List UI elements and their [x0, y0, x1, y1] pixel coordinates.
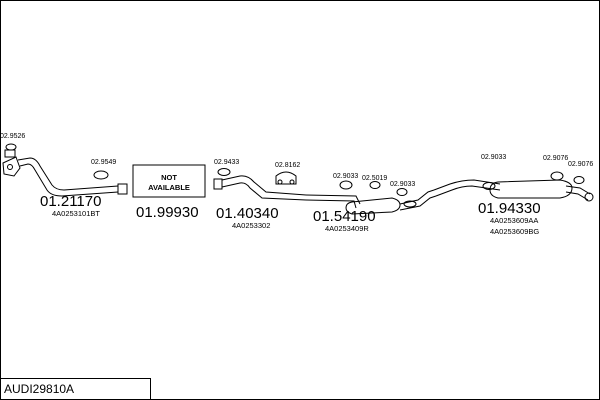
- part-ref-5b: 4A0253609BG: [490, 227, 539, 236]
- part-number-3: 01.40340: [216, 205, 279, 222]
- fitting-label-6: 02.5019: [362, 175, 387, 182]
- centre-silencer-drawing: [305, 189, 437, 215]
- fitting-label-4: 02.8162: [275, 162, 300, 169]
- rear-silencer-drawing: [433, 179, 594, 202]
- part-ref-5a: 4A0253609AA: [490, 216, 538, 225]
- diagram-title: AUDI29810A: [4, 382, 74, 396]
- part-number-5: 01.94330: [478, 200, 541, 217]
- clamp-9526-drawing: [5, 143, 17, 151]
- clamp-9076-a-drawing: [550, 171, 564, 181]
- clamp-9433-drawing: [217, 168, 231, 176]
- fitting-label-8: 02.9033: [481, 154, 506, 161]
- hanger-8162-drawing: [275, 171, 297, 185]
- intermediate-pipe-drawing: [213, 175, 307, 201]
- part-ref-1: 4A0253101BT: [52, 209, 100, 218]
- fitting-label-3: 02.9433: [214, 159, 239, 166]
- fitting-label-9: 02.9076: [543, 155, 568, 162]
- not-available-line-2: AVAILABLE: [148, 183, 190, 192]
- fitting-label-2: 02.9549: [91, 159, 116, 166]
- clamp-9033-a-drawing: [339, 180, 353, 190]
- part-number-1: 01.21170: [40, 193, 101, 210]
- front-pipe-drawing: [2, 149, 128, 197]
- not-available-line-1: NOT: [161, 173, 177, 182]
- clamp-5019-drawing: [369, 181, 381, 189]
- clamp-9549-drawing: [93, 170, 109, 180]
- fitting-label-1: 02.9526: [0, 133, 25, 140]
- not-available-box: [132, 164, 206, 198]
- clamp-9076-b-drawing: [573, 176, 585, 184]
- fitting-label-7: 02.9033: [390, 181, 415, 188]
- part-number-2: 01.99930: [136, 204, 199, 221]
- clamp-9033-c-drawing: [482, 182, 496, 190]
- part-number-4: 01.54190: [313, 208, 376, 225]
- clamp-9033-b-drawing: [396, 188, 408, 196]
- part-ref-3: 4A0253302: [232, 221, 270, 230]
- part-ref-4: 4A0253409R: [325, 224, 369, 233]
- fitting-label-10: 02.9076: [568, 161, 593, 168]
- fitting-label-5: 02.9033: [333, 173, 358, 180]
